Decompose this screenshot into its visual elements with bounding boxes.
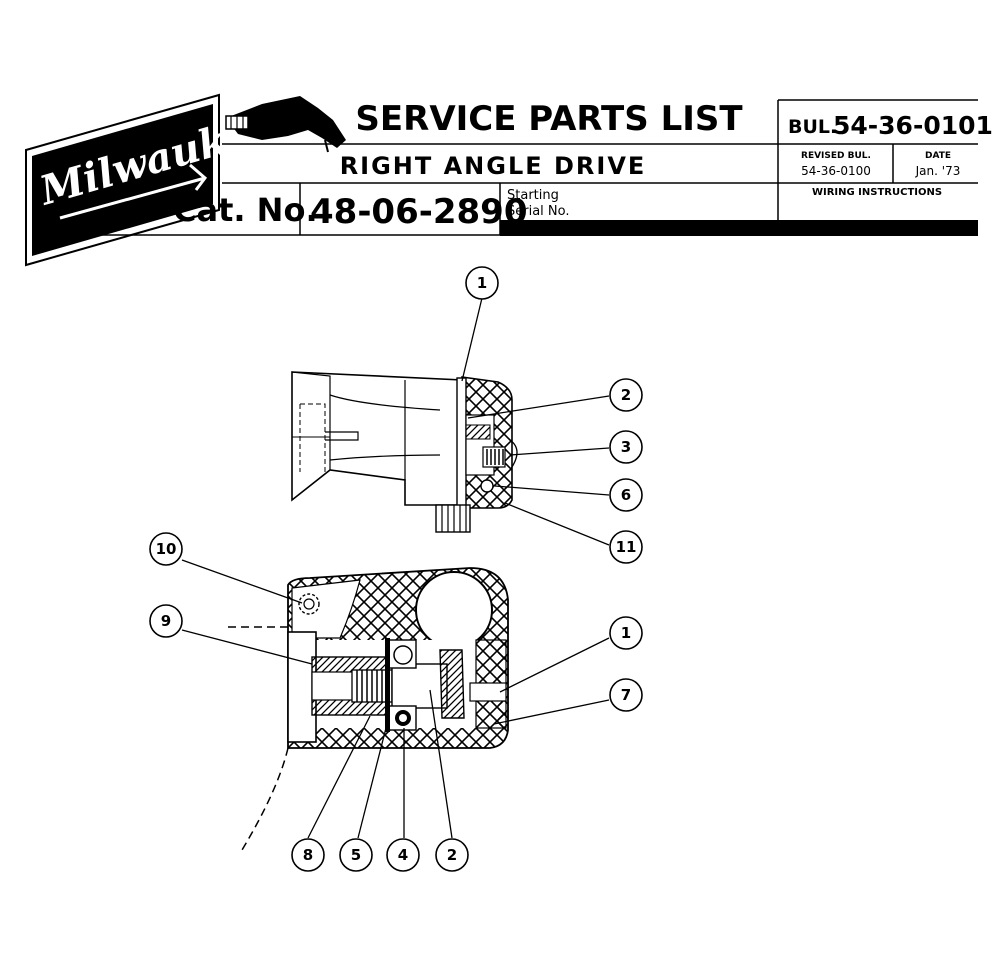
callout-7: 7 <box>609 678 643 712</box>
callout-6: 6 <box>609 478 643 512</box>
header: Milwaukee SERVICE PARTS LIST RIGHT ANGLE… <box>25 93 993 267</box>
callout-4: 4 <box>386 838 420 872</box>
revised-value: 54-36-0100 <box>801 164 871 178</box>
callout-5: 5 <box>339 838 373 872</box>
callout-label: 2 <box>447 846 457 864</box>
section-view-assembly <box>228 567 509 851</box>
page-title: SERVICE PARTS LIST <box>355 99 743 139</box>
bulletin-number: 54-36-0101 <box>833 111 993 140</box>
cat-label: Cat. No. <box>173 191 318 229</box>
callout-label: 1 <box>621 624 631 642</box>
callout-1-bottom: 1 <box>609 616 643 650</box>
leader-lines <box>181 297 610 839</box>
callout-label: 1 <box>477 274 487 292</box>
callout-label: 9 <box>161 612 171 630</box>
date-label: DATE <box>925 151 951 161</box>
callout-3: 3 <box>609 430 643 464</box>
callout-label: 5 <box>351 846 361 864</box>
callout-label: 10 <box>156 540 177 558</box>
callout-label: 4 <box>398 846 408 864</box>
callout-2-bottom: 2 <box>435 838 469 872</box>
callout-label: 2 <box>621 386 631 404</box>
callout-label: 7 <box>621 686 631 704</box>
cat-number: 48-06-2890 <box>310 192 527 232</box>
callout-label: 11 <box>616 538 637 556</box>
callout-10: 10 <box>149 532 183 566</box>
callouts: 1 2 3 6 11 10 9 1 <box>149 266 643 872</box>
callout-8: 8 <box>291 838 325 872</box>
callout-label: 6 <box>621 486 631 504</box>
milwaukee-logo: Milwaukee <box>25 93 281 267</box>
callout-label: 8 <box>303 846 313 864</box>
drill-icon <box>225 96 346 153</box>
bulletin-label: BUL. <box>788 116 837 138</box>
wiring-label: WIRING INSTRUCTIONS <box>812 187 942 198</box>
starting-serial-line1: Starting <box>507 188 559 203</box>
callout-1-top: 1 <box>465 266 499 300</box>
callout-9: 9 <box>149 604 183 638</box>
callout-label: 3 <box>621 438 631 456</box>
callout-11: 11 <box>609 530 643 564</box>
starting-serial-line2: Serial No. <box>507 204 570 219</box>
top-view-assembly <box>291 371 518 533</box>
callout-2-top: 2 <box>609 378 643 412</box>
page-subtitle: RIGHT ANGLE DRIVE <box>340 152 647 180</box>
date-value: Jan. '73 <box>915 164 961 178</box>
revised-label: REVISED BUL. <box>801 151 871 161</box>
